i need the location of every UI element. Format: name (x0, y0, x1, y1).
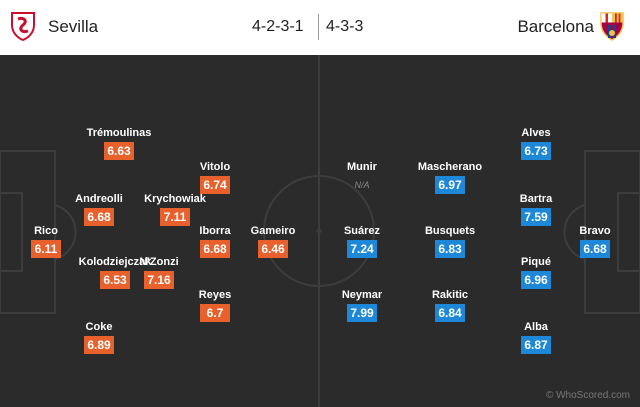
player-name: Busquets (424, 225, 476, 237)
player-rating: 7.11 (160, 208, 190, 226)
player-name: Rico (34, 225, 58, 237)
player-rating: 6.96 (521, 271, 551, 289)
player-busquets[interactable]: Busquets 6.83 (405, 225, 495, 258)
player-krychowiak[interactable]: Krychowiak 7.11 (130, 193, 220, 226)
player-name: Bartra (519, 193, 553, 205)
player-rating: 6.97 (435, 176, 465, 194)
player-gameiro[interactable]: Gameiro 6.46 (228, 225, 318, 258)
player-rating-na: N/A (354, 180, 370, 190)
player-name: Coke (85, 321, 113, 333)
player-vitolo[interactable]: Vitolo 6.74 (170, 161, 260, 194)
player-rating: 6.68 (84, 208, 114, 226)
player-name: Reyes (198, 289, 232, 301)
player-alba[interactable]: Alba 6.87 (491, 321, 581, 354)
away-team-name[interactable]: Barcelona (517, 17, 594, 36)
player-rating: 6.68 (580, 240, 610, 258)
player-rating: 6.63 (104, 142, 134, 160)
player-rating: 6.87 (521, 336, 551, 354)
player-rating: 6.74 (200, 176, 230, 194)
player-kolodziejczak[interactable]: Kolodziejczak 6.53 (70, 256, 160, 289)
player-name: Alba (524, 321, 548, 333)
player-name: Gameiro (250, 225, 296, 237)
player-rating: 7.16 (144, 271, 174, 289)
home-formation: 4-2-3-1 (252, 18, 304, 35)
player-name: Kolodziejczak (78, 256, 152, 268)
player-rating: 6.68 (200, 240, 230, 258)
player-name: Krychowiak (144, 193, 206, 205)
player-suarez[interactable]: Suárez 7.24 (317, 225, 407, 258)
player-andreolli[interactable]: Andreolli 6.68 (54, 193, 144, 226)
player-name: Piqué (521, 256, 551, 268)
player-rating: 6.11 (31, 240, 61, 258)
player-mascherano[interactable]: Mascherano 6.97 (405, 161, 495, 194)
player-munir[interactable]: Munir N/A (317, 161, 407, 193)
player-pique[interactable]: Piqué 6.96 (491, 256, 581, 289)
player-name: Trémoulinas (86, 127, 152, 139)
player-iborra[interactable]: Iborra 6.68 (170, 225, 260, 258)
player-nzonzi[interactable]: N'Zonzi 7.16 (114, 256, 204, 289)
player-rating: 6.89 (84, 336, 114, 354)
player-name: Andreolli (75, 193, 123, 205)
player-reyes[interactable]: Reyes 6.7 (170, 289, 260, 322)
sevilla-crest-icon (11, 12, 35, 41)
player-rating: 6.53 (100, 271, 130, 289)
player-name: N'Zonzi (139, 256, 179, 268)
player-name: Vitolo (199, 161, 231, 173)
player-coke[interactable]: Coke 6.89 (54, 321, 144, 354)
player-name: Bravo (579, 225, 611, 237)
player-rating: 7.59 (521, 208, 551, 226)
player-rating: 7.24 (347, 240, 377, 258)
player-bravo[interactable]: Bravo 6.68 (550, 225, 640, 258)
player-rating: 6.84 (435, 304, 465, 322)
player-name: Alves (521, 127, 551, 139)
player-name: Mascherano (417, 161, 483, 173)
player-rating: 6.73 (521, 142, 551, 160)
player-rico[interactable]: Rico 6.11 (1, 225, 91, 258)
whoscored-credit[interactable]: © WhoScored.com (545, 390, 630, 401)
player-name: Munir (347, 161, 377, 173)
player-rating: 6.7 (200, 304, 230, 322)
pitch-markings (0, 55, 640, 407)
formation-divider (318, 14, 319, 40)
away-formation: 4-3-3 (326, 18, 364, 35)
player-name: Iborra (199, 225, 231, 237)
player-tremoulinas[interactable]: Trémoulinas 6.63 (74, 127, 164, 160)
player-name: Suárez (343, 225, 381, 237)
player-neymar[interactable]: Neymar 7.99 (317, 289, 407, 322)
home-team-name[interactable]: Sevilla (48, 17, 99, 36)
player-rating: 6.46 (258, 240, 288, 258)
player-rakitic[interactable]: Rakitic 6.84 (405, 289, 495, 322)
player-rating: 7.99 (347, 304, 377, 322)
player-name: Rakitic (431, 289, 469, 301)
player-rating: 6.83 (435, 240, 465, 258)
match-header: Sevilla 4-2-3-1 4-3-3 Barcelona (0, 0, 640, 55)
player-bartra[interactable]: Bartra 7.59 (491, 193, 581, 226)
player-name: Neymar (341, 289, 383, 301)
player-alves[interactable]: Alves 6.73 (491, 127, 581, 160)
barcelona-crest-icon (600, 12, 624, 41)
